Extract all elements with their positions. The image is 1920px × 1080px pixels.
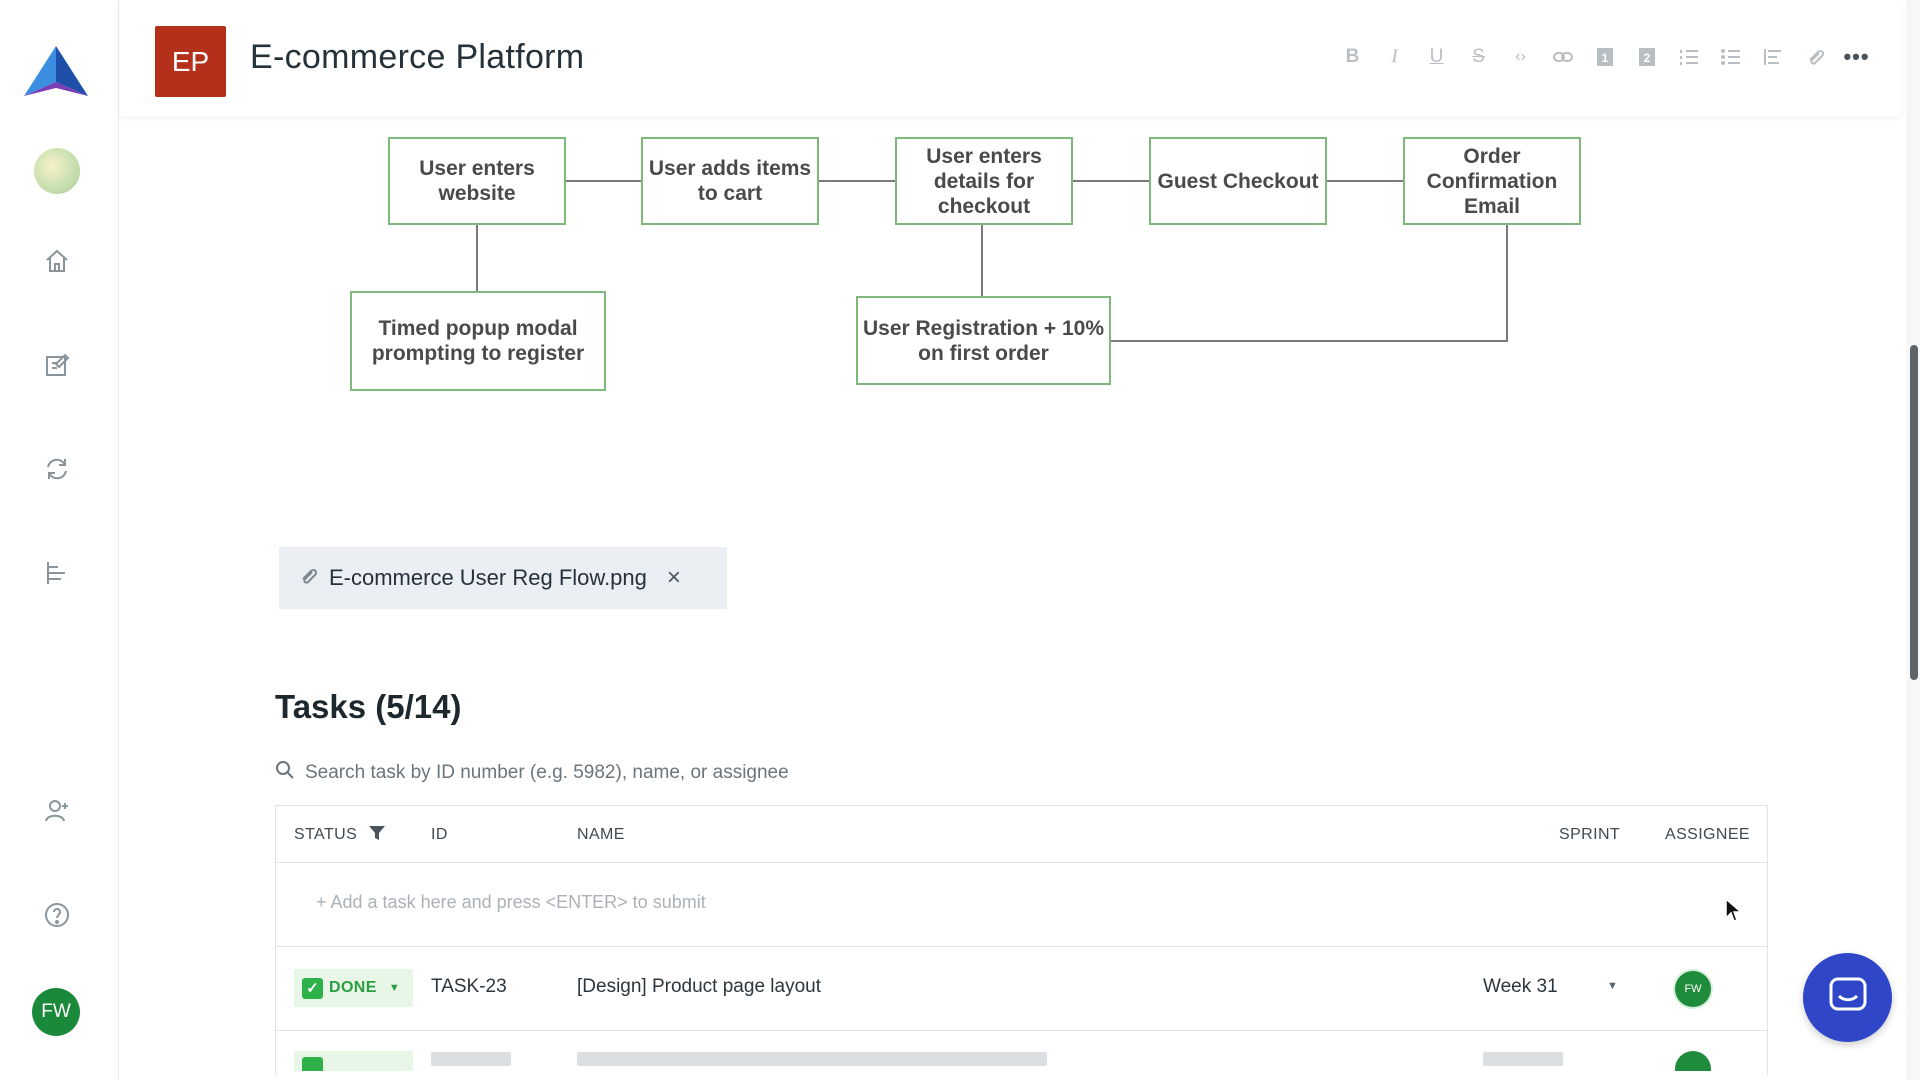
page-title: E-commerce Platform	[250, 38, 585, 76]
flow-node-enter-website: User enters website	[388, 137, 566, 225]
underline-icon[interactable]: U	[1429, 45, 1444, 67]
column-sprint[interactable]: SPRINT	[1559, 826, 1621, 843]
page-header: B I U S ‹› 1 2 •••	[120, 0, 1900, 116]
chevron-down-icon: ▼	[388, 982, 400, 994]
add-task-input[interactable]	[316, 892, 1016, 913]
tasks-heading: Tasks (5/14)	[275, 688, 462, 725]
chat-icon	[1828, 976, 1868, 1019]
status-dropdown[interactable]: ✓ DONE ▼	[294, 969, 413, 1007]
roadmap-icon[interactable]	[32, 548, 82, 598]
task-name[interactable]: [Design] Product page layout	[577, 976, 821, 997]
task-sprint[interactable]: Week 31	[1483, 976, 1558, 997]
task-search-input[interactable]	[305, 761, 945, 784]
heading-1-icon[interactable]: 1	[1590, 42, 1619, 71]
editor-toolbar: B I U S ‹› 1 2 •••	[1338, 42, 1871, 71]
attach-icon[interactable]	[1800, 42, 1829, 71]
sync-icon[interactable]	[32, 444, 82, 494]
table-row[interactable]: ✓ DONE ▼ TASK-23 [Design] Product page l…	[276, 947, 1767, 1031]
ordered-list-icon[interactable]	[1674, 42, 1703, 71]
bullet-list-icon[interactable]	[1716, 42, 1745, 71]
italic-icon[interactable]: I	[1391, 45, 1398, 67]
user-avatar[interactable]: FW	[32, 988, 80, 1036]
code-icon[interactable]: ‹›	[1515, 47, 1526, 65]
table-header: STATUS ID NAME SPRINT ASSIGNEE	[276, 806, 1767, 863]
strikethrough-icon[interactable]: S	[1472, 45, 1485, 67]
paperclip-icon	[299, 567, 318, 590]
align-icon[interactable]	[1758, 42, 1787, 71]
task-name-partial	[577, 1052, 1047, 1066]
remove-attachment-icon[interactable]: ×	[666, 564, 681, 591]
chat-launcher-button[interactable]	[1803, 953, 1892, 1042]
more-options-icon[interactable]: •••	[1843, 43, 1870, 69]
app-logo[interactable]	[22, 44, 90, 104]
add-task-row	[276, 863, 1767, 947]
left-sidebar: FW	[0, 0, 119, 1080]
flowchart-connectors	[476, 180, 1508, 342]
tasks-table: STATUS ID NAME SPRINT ASSIGNEE ✓ DONE ▼ …	[275, 805, 1768, 1075]
flow-node-user-registration: User Registration + 10% on first order	[856, 296, 1111, 385]
checkmark-icon	[302, 1057, 323, 1071]
bold-icon[interactable]: B	[1345, 45, 1360, 67]
flow-node-add-to-cart: User adds items to cart	[641, 137, 819, 225]
home-icon[interactable]	[32, 236, 82, 286]
status-label: DONE	[329, 979, 377, 996]
svg-text:1: 1	[1601, 51, 1608, 65]
sprint-chevron-down-icon[interactable]: ▼	[1607, 980, 1618, 992]
flow-node-order-confirmation: Order Confirmation Email	[1403, 137, 1581, 225]
scrollbar-thumb[interactable]	[1910, 345, 1918, 680]
organization-avatar[interactable]	[34, 148, 80, 194]
assignee-avatar[interactable]: FW	[1675, 971, 1711, 1007]
table-row-partial	[276, 1031, 1767, 1071]
filter-icon[interactable]	[368, 824, 386, 847]
column-assignee[interactable]: ASSIGNEE	[1665, 826, 1751, 843]
svg-text:2: 2	[1643, 51, 1650, 65]
search-icon	[275, 760, 295, 785]
flow-node-checkout-details: User enters details for checkout	[895, 137, 1073, 225]
flowchart-image: User enters website User adds items to c…	[345, 130, 1605, 400]
heading-2-icon[interactable]: 2	[1632, 42, 1661, 71]
task-search	[275, 760, 945, 785]
attachment-name[interactable]: E-commerce User Reg Flow.png	[329, 565, 647, 590]
checkmark-icon: ✓	[302, 977, 323, 999]
assignee-avatar-partial	[1675, 1051, 1711, 1071]
task-id-partial	[431, 1052, 511, 1066]
column-name[interactable]: NAME	[577, 826, 625, 843]
task-sprint-partial	[1483, 1052, 1563, 1066]
task-id[interactable]: TASK-23	[431, 976, 507, 997]
flow-node-register-popup: Timed popup modal prompting to register	[350, 291, 606, 391]
add-user-icon[interactable]	[32, 786, 82, 836]
help-icon[interactable]	[32, 890, 82, 940]
mouse-cursor-icon	[1725, 897, 1744, 924]
column-id[interactable]: ID	[431, 826, 448, 843]
column-status[interactable]: STATUS	[294, 826, 358, 843]
edit-notes-icon[interactable]	[32, 340, 82, 390]
project-badge: EP	[155, 26, 226, 97]
attachment-chip[interactable]: E-commerce User Reg Flow.png ×	[279, 547, 727, 609]
link-icon[interactable]	[1548, 42, 1577, 71]
status-pill-partial	[294, 1051, 413, 1071]
flow-node-guest-checkout: Guest Checkout	[1149, 137, 1327, 225]
